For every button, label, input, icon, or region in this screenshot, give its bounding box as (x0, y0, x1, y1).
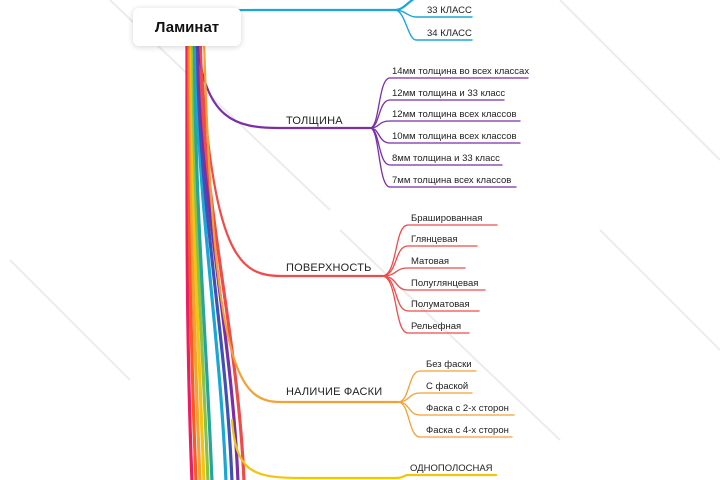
trunk-line (191, 38, 210, 480)
leaf-thickness-2[interactable]: 12мм толщина и 33 класс (392, 88, 506, 99)
branch-chamfer[interactable]: НАЛИЧИЕ ФАСКИ (286, 386, 383, 398)
leaf-single-strip[interactable]: ОДНОПОЛОСНАЯ (410, 463, 493, 474)
leaf-surface-3[interactable]: Матовая (411, 256, 449, 267)
leaf-chamfer-2[interactable]: С фаской (426, 381, 469, 392)
leaf-thickness-5[interactable]: 8мм толщина и 33 класс (392, 153, 500, 164)
branch-line (198, 38, 384, 278)
leaf-line (397, 370, 477, 403)
trunk-line (188, 38, 202, 480)
leaf-thickness-1[interactable]: 14мм толщина во всех классах (392, 66, 530, 77)
trunk-line (194, 38, 228, 480)
trunk-line (186, 38, 198, 480)
leaf-line (369, 99, 505, 129)
leaf-thickness-6[interactable]: 7мм толщина всех классов (392, 175, 512, 186)
leaf-thickness-4[interactable]: 10мм толщина всех классов (392, 131, 517, 142)
leaf-chamfer-3[interactable]: Фаска с 2-х сторон (426, 403, 509, 414)
root-node[interactable]: Ламинат (133, 8, 241, 46)
trunk-line (195, 38, 234, 480)
watermark-line (339, 229, 561, 441)
leaf-surface-6[interactable]: Рельефная (411, 321, 462, 332)
branch-thickness[interactable]: ТОЛЩИНА (286, 115, 343, 127)
trunk-line (189, 38, 206, 480)
leaf-line (381, 275, 470, 334)
leaf-line (369, 120, 521, 129)
branch-line (202, 38, 400, 404)
branch-line (195, 38, 372, 130)
branch-line (230, 418, 498, 480)
branch-links (194, 0, 529, 480)
trunk-line (185, 38, 194, 480)
watermark-lines (9, 0, 720, 441)
leaf-line (397, 401, 513, 438)
leaf-line (381, 245, 478, 277)
watermark-line (599, 229, 720, 351)
leaf-34-class[interactable]: 34 КЛАСС (427, 28, 472, 39)
leaf-line (369, 127, 517, 188)
leaf-chamfer-1[interactable]: Без фаски (426, 359, 472, 370)
watermark-line (559, 0, 720, 161)
watermark-line (9, 259, 131, 381)
leaf-line (381, 267, 466, 277)
leaf-chamfer-4[interactable]: Фаска с 4-х сторон (426, 425, 509, 436)
trunk-line (192, 38, 214, 480)
leaf-line (394, 9, 473, 41)
leaf-surface-1[interactable]: Брашированная (411, 213, 483, 224)
branch-surface[interactable]: ПОВЕРХНОСТЬ (286, 262, 372, 274)
leaf-thickness-3[interactable]: 12мм толщина всех классов (392, 109, 517, 120)
leaf-line (397, 392, 473, 403)
trunk-lines (185, 38, 246, 480)
leaf-33-class[interactable]: 33 КЛАСС (427, 5, 472, 16)
trunk-line (198, 38, 246, 480)
leaf-line (381, 224, 498, 277)
root-title: Ламинат (154, 18, 220, 36)
leaf-surface-4[interactable]: Полуглянцевая (411, 278, 479, 289)
leaf-surface-2[interactable]: Глянцевая (411, 234, 458, 245)
leaf-surface-5[interactable]: Полуматовая (411, 299, 470, 310)
